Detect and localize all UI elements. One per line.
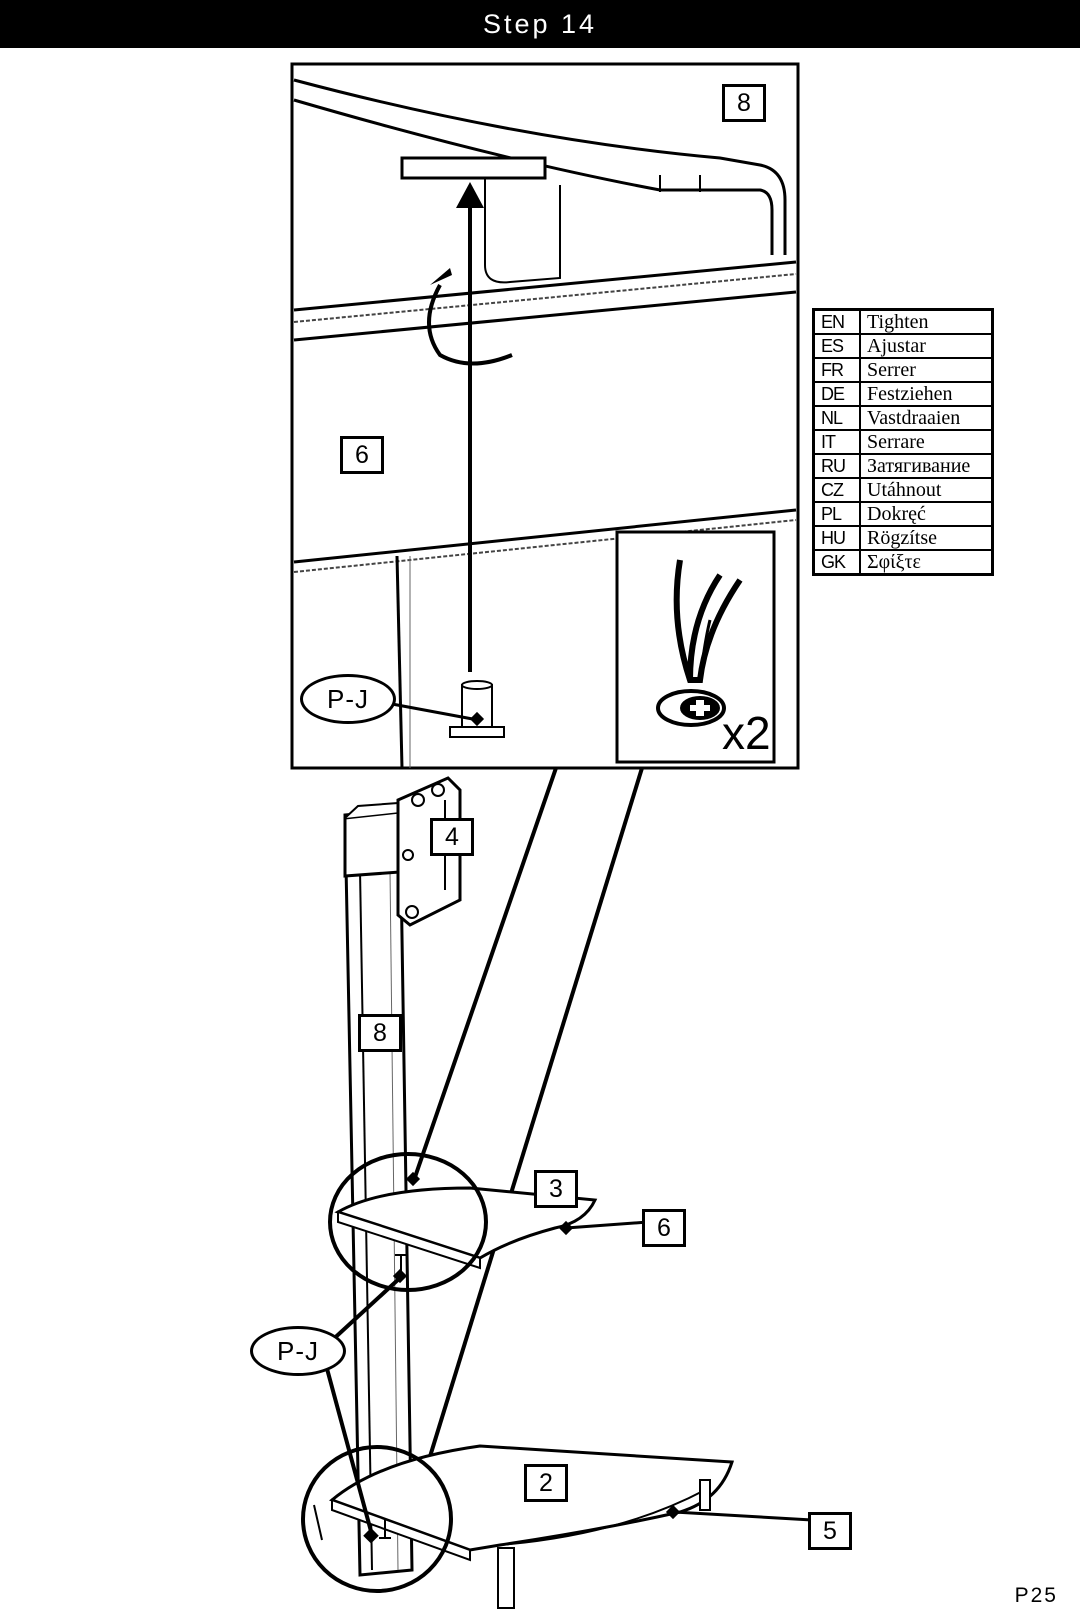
- stand-assembly-drawing: [313, 776, 735, 1609]
- part-label-4: 4: [430, 818, 474, 856]
- detail-circle-lower: [301, 1445, 453, 1593]
- part-label-5: 5: [808, 1512, 852, 1550]
- phillips-screwdriver-icon: [656, 559, 743, 727]
- part-label-6: 6: [642, 1209, 686, 1247]
- tool-quantity: x2: [722, 707, 771, 759]
- mounting-bracket: [396, 776, 462, 927]
- part-label-8-inset: 8: [722, 84, 766, 122]
- part-label-2: 2: [524, 1464, 568, 1502]
- page-number: P25: [1014, 1584, 1058, 1607]
- step-title-bar: Step 14: [0, 0, 1080, 48]
- part-label-8: 8: [358, 1014, 402, 1052]
- callout-line-lower: [422, 767, 644, 1477]
- part-label-3: 3: [534, 1170, 578, 1208]
- detail-circle-upper: [328, 1152, 488, 1292]
- screwdriver-tool-box: [615, 530, 776, 764]
- part-label-pj: P-J: [250, 1326, 346, 1376]
- part-label-6-inset: 6: [340, 436, 384, 474]
- step-title: Step 14: [482, 9, 598, 39]
- callout-line-upper: [412, 767, 558, 1181]
- part-label-pj-inset: P-J: [300, 674, 396, 724]
